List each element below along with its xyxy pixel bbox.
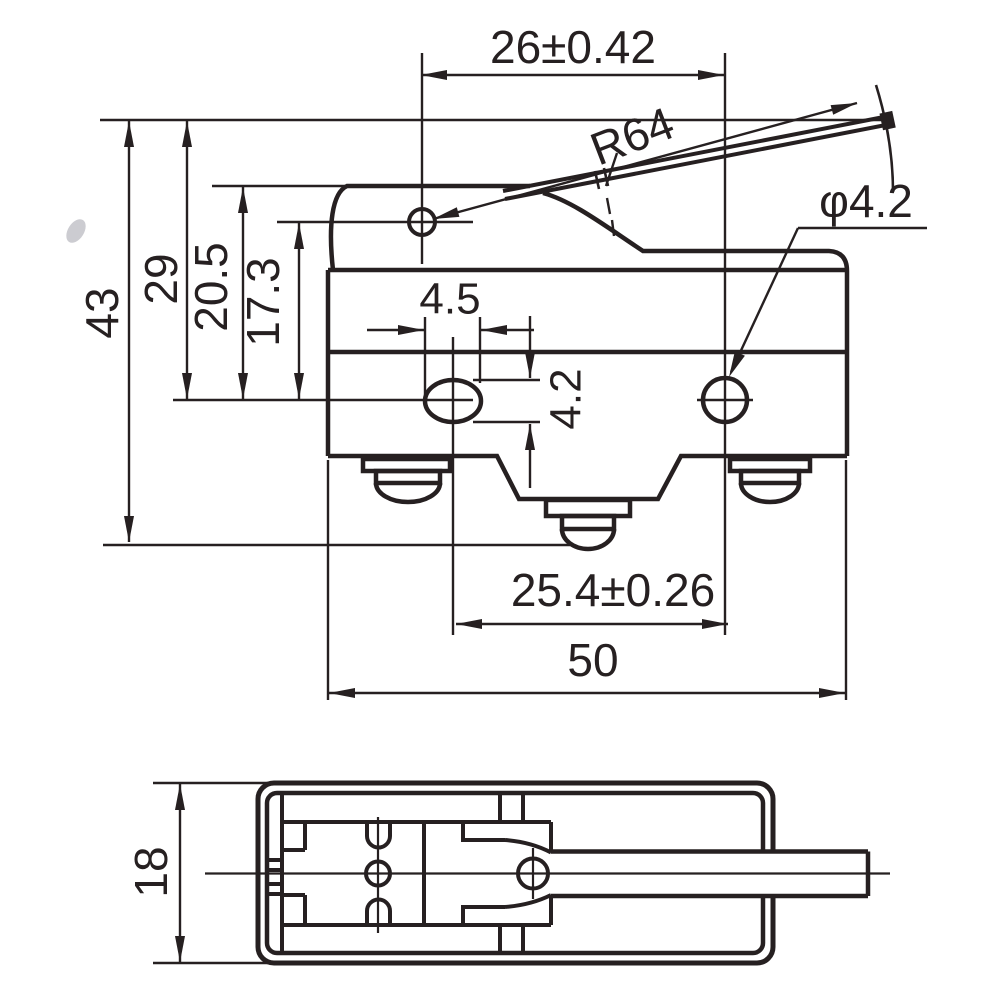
lever-swing-arc [874,84,895,193]
pivot-hole [407,207,437,237]
switch-body-outline [325,183,850,502]
dim-label-width-top: 26±0.42 [490,21,656,73]
top-view-hole-left [364,859,392,888]
dim-label-height-pivot: 17.3 [237,257,289,347]
dim-label-height-total: 43 [76,287,128,338]
reference-lines [100,53,891,700]
front-view [66,53,927,700]
dim-label-lever-radius: R64 [583,97,680,176]
lever-arm [432,84,896,237]
dim-label-width-total: 50 [567,634,618,686]
depth-dimension [153,781,273,965]
mounting-hole-left [422,377,484,425]
top-view [153,780,890,966]
dim-label-slot-width: 4.5 [419,275,480,324]
mounting-hole-right [700,375,750,425]
dim-label-hole-diameter: φ4.2 [819,175,913,227]
terminal-middle [543,497,633,552]
dim-label-depth: 18 [125,846,177,897]
top-view-hole-right [516,856,550,891]
dimension-arrowheads [124,70,845,698]
terminal-left [360,456,453,505]
scan-smudge [66,219,86,243]
dim-label-hole-spacing: 25.4±0.26 [511,564,715,616]
terminal-right [727,456,813,505]
dim-label-slot-height: 4.2 [542,368,591,429]
dim-label-height-housing-top: 20.5 [185,242,237,332]
top-view-labels: 18 [125,846,177,897]
dim-label-height-lever-tip: 29 [135,253,187,304]
